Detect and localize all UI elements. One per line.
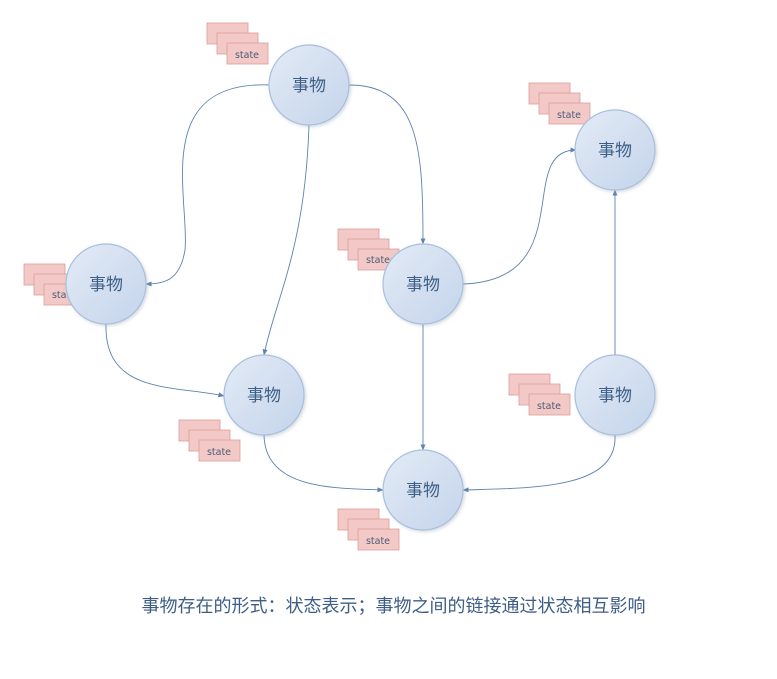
edges: [105, 84, 618, 493]
state-stack-left: state: [23, 263, 86, 306]
state-label: state: [557, 110, 581, 121]
node-label: 事物: [406, 275, 440, 295]
edge-left-to-center-left: [105, 323, 225, 398]
edge-top-to-left: [145, 84, 271, 287]
state-stack-center-left: state: [178, 419, 241, 462]
node-left: 事物: [65, 243, 147, 325]
node-label: 事物: [292, 76, 326, 96]
edge-center-left-to-bottom: [263, 434, 384, 493]
node-label: 事物: [247, 386, 281, 406]
node-label: 事物: [89, 275, 123, 295]
state-label: state: [537, 401, 561, 412]
node-middle: 事物: [382, 243, 464, 325]
node-bottom-right: 事物: [574, 354, 656, 436]
node-bottom: 事物: [382, 449, 464, 531]
diagram-caption: 事物存在的形式：状态表示；事物之间的链接通过状态相互影响: [141, 596, 646, 617]
node-label: 事物: [598, 386, 632, 406]
state-label: state: [235, 50, 259, 61]
edge-middle-to-top-right: [462, 147, 577, 285]
node-center-left: 事物: [223, 354, 305, 436]
state-stack-top: state: [206, 22, 269, 65]
node-top-right: 事物: [574, 109, 656, 191]
state-label: state: [366, 255, 390, 266]
state-stack-bottom-right: state: [508, 373, 571, 416]
state-stack-middle: state: [337, 228, 400, 271]
state-label: state: [52, 290, 76, 301]
state-stack-bottom: state: [337, 508, 400, 551]
node-label: 事物: [598, 141, 632, 161]
node-label: 事物: [406, 481, 440, 501]
state-label: state: [207, 447, 231, 458]
node-top: 事物: [268, 44, 350, 126]
state-label: state: [366, 536, 390, 547]
state-stack-top-right: state: [528, 82, 591, 125]
edge-bottom-right-to-bottom: [462, 434, 616, 493]
edge-top-to-middle: [348, 84, 426, 245]
edge-top-to-center-left: [262, 124, 310, 356]
